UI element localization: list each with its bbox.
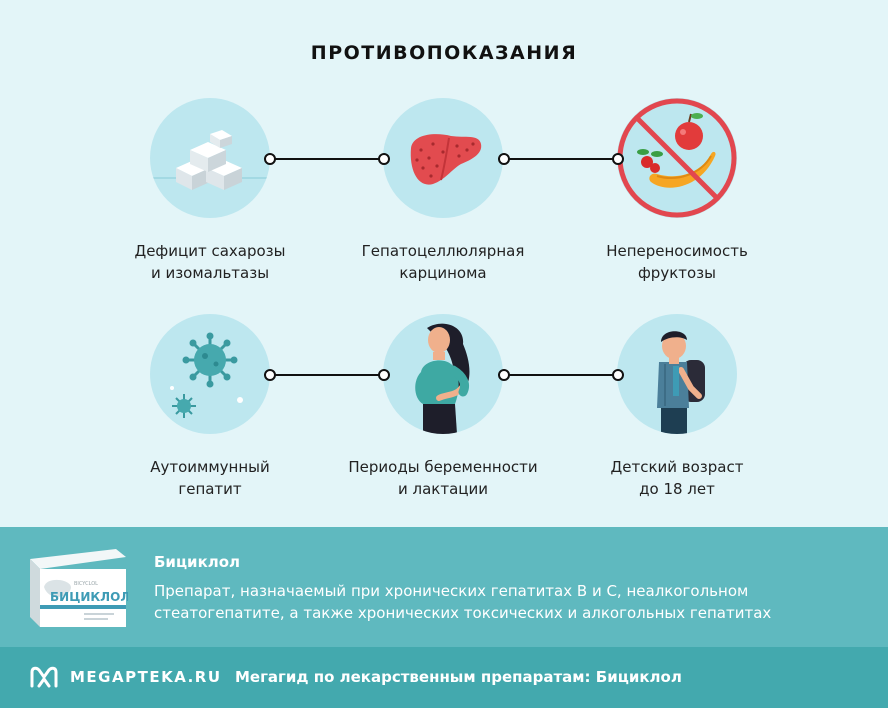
connector-line	[270, 374, 384, 376]
connector-line	[504, 158, 618, 160]
page-title: ПРОТИВОПОКАЗАНИЯ	[310, 42, 578, 64]
connector-dot	[498, 153, 510, 165]
liver-icon	[383, 98, 503, 218]
virus-icon	[150, 314, 270, 434]
product-name: Бициклол	[154, 553, 241, 571]
product-box-image: BICYCLOL БИЦИКЛОЛ	[24, 547, 130, 633]
connector-dot	[612, 369, 624, 381]
child-with-backpack-icon	[617, 314, 737, 434]
connector-dot	[378, 369, 390, 381]
svg-text:BICYCLOL: BICYCLOL	[74, 581, 98, 587]
connector-dot	[264, 369, 276, 381]
contraindication-fructose: Непереносимость фруктозы	[557, 98, 797, 284]
connector-line	[270, 158, 384, 160]
megapteka-logo-text[interactable]: MEGAPTEKA.RU	[70, 668, 222, 686]
connector-dot	[498, 369, 510, 381]
footer: MEGAPTEKA.RU Мегагид по лекарственным пр…	[0, 647, 888, 708]
item-label: Непереносимость фруктозы	[606, 242, 748, 282]
contraindication-pregnancy: Периоды беременности и лактации	[323, 314, 563, 500]
connector-dot	[264, 153, 276, 165]
pregnant-woman-icon	[383, 314, 503, 434]
item-label: Дефицит сахарозы и изомальтазы	[134, 242, 286, 282]
contraindication-carcinoma: Гепатоцеллюлярная карцинома	[323, 98, 563, 284]
item-label: Гепатоцеллюлярная карцинома	[361, 242, 525, 282]
product-description: Препарат, назначаемый при хронических ге…	[154, 582, 772, 622]
contraindication-sugar: Дефицит сахарозы и изомальтазы	[90, 98, 330, 284]
contraindication-age: Детский возраст до 18 лет	[557, 314, 797, 500]
connector-dot	[612, 153, 624, 165]
sugar-cubes-icon	[150, 98, 270, 218]
item-label: Периоды беременности и лактации	[348, 458, 538, 498]
connector-dot	[378, 153, 390, 165]
item-label: Аутоиммунный гепатит	[150, 458, 270, 498]
footer-guide-link[interactable]: Мегагид по лекарственным препаратам: Биц…	[235, 668, 682, 686]
contraindication-autoimmune: Аутоиммунный гепатит	[90, 314, 330, 500]
connector-line	[504, 374, 618, 376]
item-label: Детский возраст до 18 лет	[610, 458, 744, 498]
megapteka-logo-icon	[30, 666, 58, 692]
product-box-label: БИЦИКЛОЛ	[50, 590, 128, 604]
product-band: BICYCLOL БИЦИКЛОЛ Бициклол Препарат, наз…	[0, 527, 888, 647]
no-fruit-icon	[617, 98, 737, 218]
